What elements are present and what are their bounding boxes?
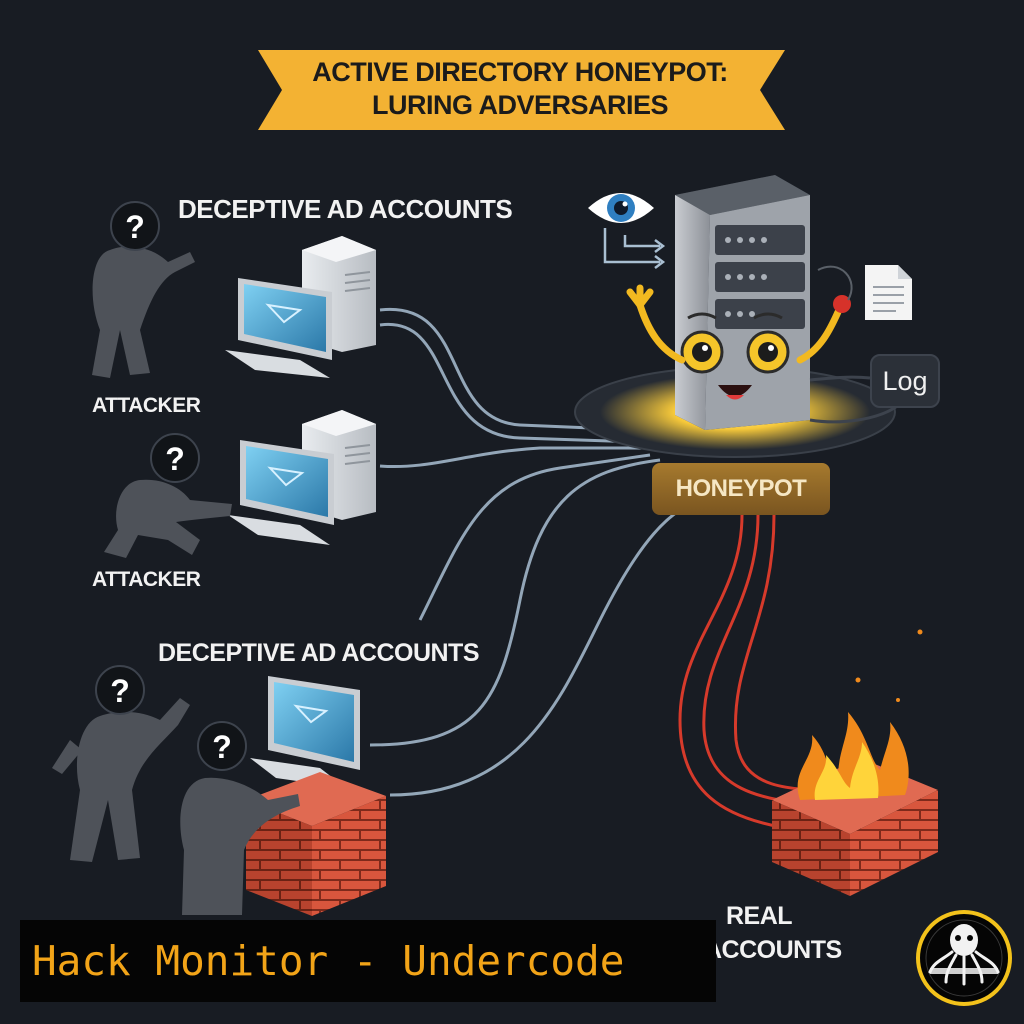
attacker-figure-1 <box>92 246 195 378</box>
attacker-head-1 <box>110 201 160 251</box>
attacker-label-1: ATTACKER <box>92 394 201 417</box>
spark-icon <box>855 629 923 702</box>
firewall-icon <box>246 772 386 916</box>
honeypot-arms <box>626 284 842 364</box>
attacker-label-2: ATTACKER <box>92 568 201 591</box>
question-mark: ? <box>125 209 145 245</box>
octopus-logo-icon <box>916 910 1012 1006</box>
deceptive-accounts-label-bottom: DECEPTIVE AD ACCOUNTS <box>158 639 480 667</box>
attacker-figure-4 <box>180 777 300 915</box>
document-icon <box>865 265 912 320</box>
monitor-icon <box>238 278 332 360</box>
deceptive-connectors <box>369 307 701 797</box>
fire-icon <box>797 712 909 800</box>
workstation-1 <box>225 236 376 378</box>
log-label: Log <box>870 354 940 408</box>
question-mark: ? <box>212 729 232 765</box>
title-banner <box>258 50 785 130</box>
attacker-figure-3 <box>52 698 190 862</box>
attacker-head-2 <box>150 433 200 483</box>
real-account-connectors <box>678 514 841 832</box>
attacker-figure-2 <box>104 479 232 558</box>
title-line-2: LURING ADVERSARIES <box>371 90 669 120</box>
eye-icon <box>588 193 654 223</box>
question-mark: ? <box>110 673 130 709</box>
title-line-1: ACTIVE DIRECTORY HONEYPOT: <box>312 57 728 87</box>
diagram-title: ACTIVE DIRECTORY HONEYPOT: LURING ADVERS… <box>260 56 780 122</box>
watermark-banner: Hack Monitor - Undercode <box>20 920 716 1002</box>
deceptive-accounts-label-top: DECEPTIVE AD ACCOUNTS <box>178 194 513 224</box>
attacker-head-4 <box>197 721 247 771</box>
question-mark: ? <box>165 441 185 477</box>
honeypot-label: HONEYPOT <box>652 463 830 515</box>
workstation-3 <box>250 676 360 788</box>
monitor-icon <box>240 440 334 525</box>
attacker-head-3 <box>95 665 145 715</box>
monitor-icon <box>268 676 360 770</box>
real-accounts-label-line2: ACCOUNTS <box>704 936 842 964</box>
eye-arrows <box>603 228 666 269</box>
honeypot-face <box>680 312 790 400</box>
workstation-2 <box>228 410 376 545</box>
mouse-icon <box>833 295 851 313</box>
real-accounts-label-line1: REAL <box>726 902 793 930</box>
